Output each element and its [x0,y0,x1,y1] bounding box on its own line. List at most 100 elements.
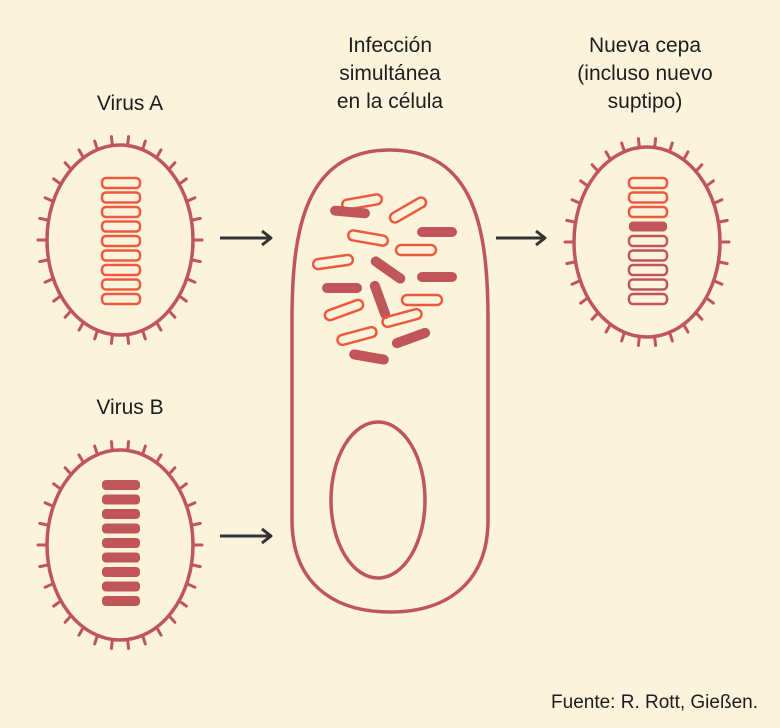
infection-label: Infección simultánea en la célula [300,32,480,116]
segment-b [102,567,140,577]
spike [712,279,724,286]
fragment-a [381,307,423,329]
segment-a [100,205,142,219]
spike [570,198,582,205]
segment-a [100,176,142,190]
spike [704,179,715,188]
spike [668,141,674,154]
spike [126,440,131,453]
spike [109,440,114,453]
segment-b-outline [627,278,669,291]
fragment-a [346,229,390,247]
segment-a [627,176,669,190]
spike [126,332,131,345]
spike [636,137,641,150]
spike [38,521,51,527]
infection-label-line-3: en la célula [336,90,444,113]
spike [189,521,202,527]
spike [43,501,55,508]
segment-b [102,494,140,505]
segment-a [100,278,142,291]
segment-b [102,581,140,592]
fragment-a [340,193,384,211]
spike [590,163,600,173]
segment-b-outline [627,292,669,306]
segment-b [102,538,140,548]
segment-b [102,509,140,519]
arrow-right-icon [496,229,547,247]
spike [636,334,641,347]
segment-a [100,220,142,233]
segment-a [100,191,142,204]
spike [93,633,99,646]
spike [141,633,147,646]
fragment-b [369,280,391,320]
segment-b [102,523,140,534]
virus-a-label: Virus A [96,92,164,115]
spike [185,582,197,589]
spike [155,625,163,637]
segment-b [629,221,667,232]
spike [77,320,85,332]
spike [52,177,63,186]
spike [109,135,114,148]
segment-a [627,191,669,204]
spike [38,216,51,222]
spike [93,444,99,457]
segment-b [102,552,140,563]
spike [177,294,188,303]
segment-b-outline [627,263,669,277]
cell-membrane [290,148,490,614]
spike [716,260,729,266]
segment-a [100,249,142,262]
segment-b [102,480,140,490]
spike [52,599,63,608]
spike [189,216,202,222]
spike [604,322,612,334]
spike [565,260,578,266]
spike [694,163,704,173]
spike [77,625,85,637]
arrow-right-icon [220,527,273,545]
fragment-a [388,196,428,224]
new-strain-label-line-2: (incluso nuevo [577,62,713,85]
infection-label-line-2: simultánea [339,62,441,85]
fragment-a [323,298,365,322]
spike [38,563,51,569]
spike [579,179,590,188]
spike [570,279,582,286]
new-strain-label-line-3: suptipo) [607,90,683,113]
spike [167,466,177,476]
virus-b-icon [36,440,204,650]
spike [93,328,99,341]
fragment-b [330,205,370,219]
new-virus-icon [563,137,731,347]
spike [126,135,131,148]
segment-b [102,596,140,606]
new-strain-label-line-1: Nueva cepa [588,34,702,57]
spike [620,141,626,154]
spike [63,161,73,171]
envelope [45,143,195,337]
spike [167,309,177,319]
spike [109,332,114,345]
fragment-a [336,325,378,347]
spike [590,311,600,321]
spike [189,258,202,264]
spike [620,330,626,343]
arrows [220,229,547,545]
spike [109,637,114,650]
spike [716,218,729,224]
spike [52,294,63,303]
spike [177,599,188,608]
spike [155,148,163,160]
spike [682,150,690,162]
spike [704,296,715,305]
fragment-b [417,272,457,282]
segment-a [100,234,142,248]
spike [141,139,147,152]
spike [167,161,177,171]
fragment-b [370,256,406,284]
spike [579,296,590,305]
spike [189,563,202,569]
